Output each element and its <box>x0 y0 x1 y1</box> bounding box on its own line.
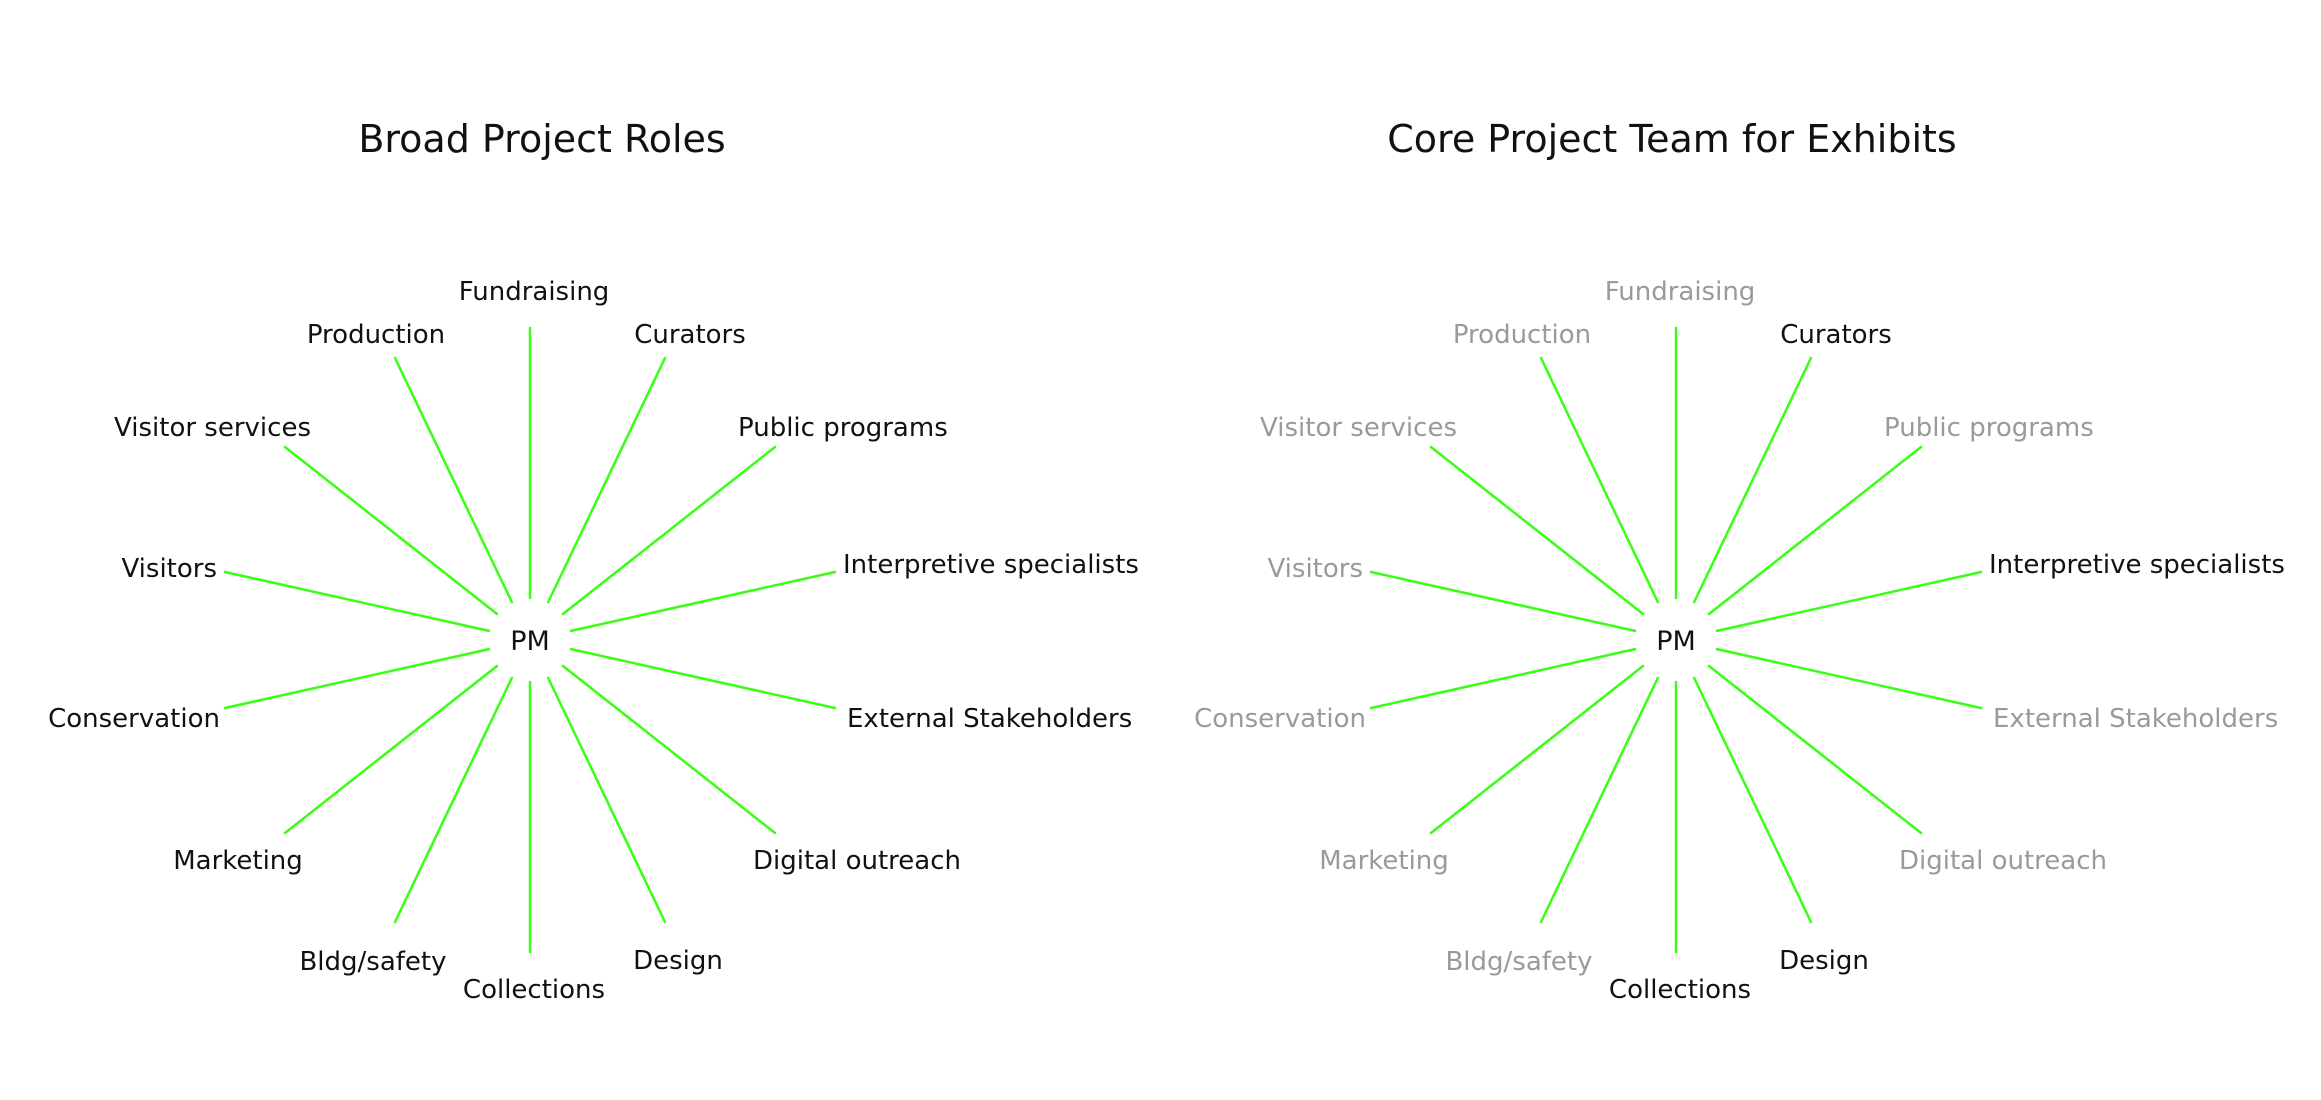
spoke-curators <box>1692 356 1813 604</box>
role-label-visitor-services: Visitor services <box>114 413 311 443</box>
diagram-title: Core Project Team for Exhibits <box>1387 117 1956 161</box>
spoke-visitors <box>1369 570 1637 633</box>
core-project-team-diagram: Core Project Team for Exhibits PM Fundra… <box>1194 117 2285 1005</box>
hub-label-pm: PM <box>510 626 550 657</box>
spoke-digital-outreach <box>1707 664 1923 835</box>
role-label-production: Production <box>1453 320 1591 350</box>
role-label-conservation: Conservation <box>1194 704 1366 734</box>
spoke-digital-outreach <box>561 664 777 835</box>
spoke-visitors <box>223 570 491 633</box>
broad-project-roles-diagram: Broad Project Roles PM FundraisingCurato… <box>48 117 1139 1005</box>
spoke-visitor-services <box>283 445 499 616</box>
spoke-conservation <box>223 647 491 710</box>
role-label-public-programs: Public programs <box>738 413 948 443</box>
role-label-external-stakeholders: External Stakeholders <box>847 704 1132 734</box>
spoke-production <box>1539 356 1660 604</box>
role-label-public-programs: Public programs <box>1884 413 2094 443</box>
role-label-digital-outreach: Digital outreach <box>1899 846 2107 876</box>
role-label-bldg-safety: Bldg/safety <box>1445 947 1592 977</box>
role-label-collections: Collections <box>463 975 605 1005</box>
spoke-production <box>393 356 514 604</box>
role-label-visitors: Visitors <box>1267 554 1363 584</box>
spokes <box>1369 326 1983 954</box>
spoke-external-stakeholders <box>569 647 837 710</box>
role-label-visitor-services: Visitor services <box>1260 413 1457 443</box>
role-label-bldg-safety: Bldg/safety <box>299 947 446 977</box>
role-label-production: Production <box>307 320 445 350</box>
spoke-public-programs <box>561 445 777 616</box>
hub-label-pm: PM <box>1656 626 1696 657</box>
spoke-design <box>1692 676 1813 924</box>
spoke-design <box>546 676 667 924</box>
role-label-conservation: Conservation <box>48 704 220 734</box>
role-label-interpretive-specialists: Interpretive specialists <box>1989 550 2285 580</box>
spoke-interpretive-specialists <box>569 570 837 633</box>
spoke-conservation <box>1369 647 1637 710</box>
spoke-marketing <box>283 664 499 835</box>
spokes <box>223 326 837 954</box>
role-label-interpretive-specialists: Interpretive specialists <box>843 550 1139 580</box>
spoke-bldg-safety <box>1539 676 1660 924</box>
spoke-marketing <box>1429 664 1645 835</box>
role-label-visitors: Visitors <box>121 554 217 584</box>
role-label-marketing: Marketing <box>173 846 303 876</box>
spoke-external-stakeholders <box>1715 647 1983 710</box>
spoke-interpretive-specialists <box>1715 570 1983 633</box>
role-label-curators: Curators <box>634 320 746 350</box>
diagram-title: Broad Project Roles <box>358 117 725 161</box>
spoke-bldg-safety <box>393 676 514 924</box>
role-label-design: Design <box>633 946 723 976</box>
role-label-design: Design <box>1779 946 1869 976</box>
role-label-fundraising: Fundraising <box>459 277 610 307</box>
spoke-public-programs <box>1707 445 1923 616</box>
role-label-fundraising: Fundraising <box>1605 277 1756 307</box>
spoke-visitor-services <box>1429 445 1645 616</box>
spoke-curators <box>546 356 667 604</box>
role-label-marketing: Marketing <box>1319 846 1449 876</box>
role-label-curators: Curators <box>1780 320 1892 350</box>
role-label-collections: Collections <box>1609 975 1751 1005</box>
role-label-external-stakeholders: External Stakeholders <box>1993 704 2278 734</box>
role-label-digital-outreach: Digital outreach <box>753 846 961 876</box>
